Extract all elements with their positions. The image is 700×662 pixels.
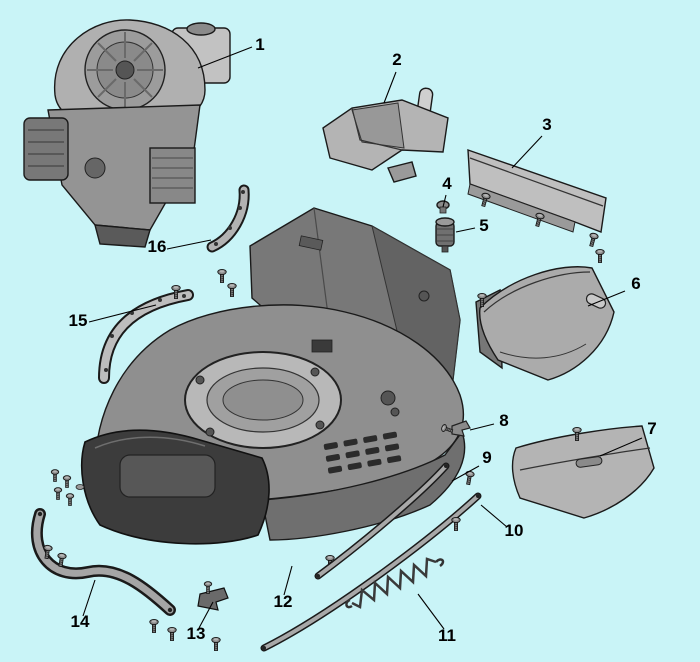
callout-11[interactable]: 11 — [438, 626, 456, 645]
callout-7-line — [599, 437, 643, 457]
fuel-cap — [186, 22, 216, 36]
screw — [50, 469, 60, 482]
callout-4-line — [442, 194, 447, 208]
callout-1[interactable]: 1 — [255, 35, 264, 54]
leader-lines — [82, 46, 643, 630]
extension-spring — [345, 557, 445, 609]
handle-bracket-strap — [206, 184, 250, 253]
callout-5-line — [455, 227, 476, 233]
deck-vents — [323, 431, 402, 474]
callout-3[interactable]: 3 — [542, 115, 551, 134]
rear-trim-rail — [467, 148, 607, 233]
callout-16-line — [166, 239, 212, 250]
screw — [451, 516, 461, 531]
callout-3-line — [511, 135, 543, 169]
engine-base — [94, 224, 151, 248]
rear-cover-panel — [511, 425, 655, 519]
screw — [149, 618, 159, 633]
muffler — [23, 117, 69, 181]
callout-11-line — [417, 593, 445, 630]
chute-foot — [387, 161, 417, 183]
screw — [62, 475, 72, 488]
discharge-chute — [322, 87, 449, 183]
rear-door — [475, 266, 615, 381]
callout-2-line — [383, 71, 397, 104]
callout-15-line — [88, 304, 157, 323]
curved-trim-strip — [98, 289, 194, 384]
carburetor — [84, 157, 106, 179]
mount-bracket — [197, 587, 229, 611]
callout-6[interactable]: 6 — [631, 274, 640, 293]
screw — [211, 636, 221, 651]
link-rod-long — [260, 492, 482, 652]
link-rod-short — [314, 462, 450, 580]
washer — [75, 484, 85, 490]
screw — [53, 487, 63, 500]
screw — [227, 282, 237, 297]
engine-assembly — [23, 19, 231, 248]
callout-12-line — [283, 565, 293, 596]
screw — [167, 626, 177, 641]
callout-8-line — [469, 423, 495, 431]
latch-bracket — [451, 420, 471, 437]
callout-8[interactable]: 8 — [499, 411, 508, 430]
callout-5[interactable]: 5 — [479, 216, 488, 235]
door-handle-slot — [585, 293, 607, 309]
screw — [595, 248, 605, 263]
callout-9-line — [451, 465, 480, 482]
recoil-spokes — [87, 32, 163, 108]
plug-cylinder — [435, 217, 455, 253]
callout-4[interactable]: 4 — [442, 174, 452, 193]
mower-deck — [80, 207, 466, 545]
callout-13[interactable]: 13 — [187, 624, 206, 643]
curved-handle-bar — [30, 508, 176, 616]
screw — [65, 493, 75, 506]
callout-15[interactable]: 15 — [69, 311, 88, 330]
screw — [586, 231, 600, 248]
panel-slot — [575, 456, 603, 468]
cylinder-fins — [149, 147, 196, 204]
callout-7[interactable]: 7 — [647, 419, 656, 438]
callout-6-line — [587, 290, 626, 307]
callout-12[interactable]: 12 — [274, 592, 293, 611]
callout-10-line — [480, 504, 508, 528]
callout-16[interactable]: 16 — [148, 237, 167, 256]
screw — [217, 268, 227, 283]
callout-1-line — [197, 46, 253, 69]
callout-9[interactable]: 9 — [482, 448, 491, 467]
callout-10[interactable]: 10 — [505, 521, 524, 540]
callout-13-line — [198, 601, 214, 629]
deck-right-skirt — [261, 430, 466, 541]
callout-14[interactable]: 14 — [71, 612, 90, 631]
callout-14-line — [82, 579, 96, 617]
callout-labels: 1 2 3 4 5 6 7 8 9 10 11 12 13 14 15 16 — [69, 35, 657, 645]
callout-2[interactable]: 2 — [392, 50, 401, 69]
